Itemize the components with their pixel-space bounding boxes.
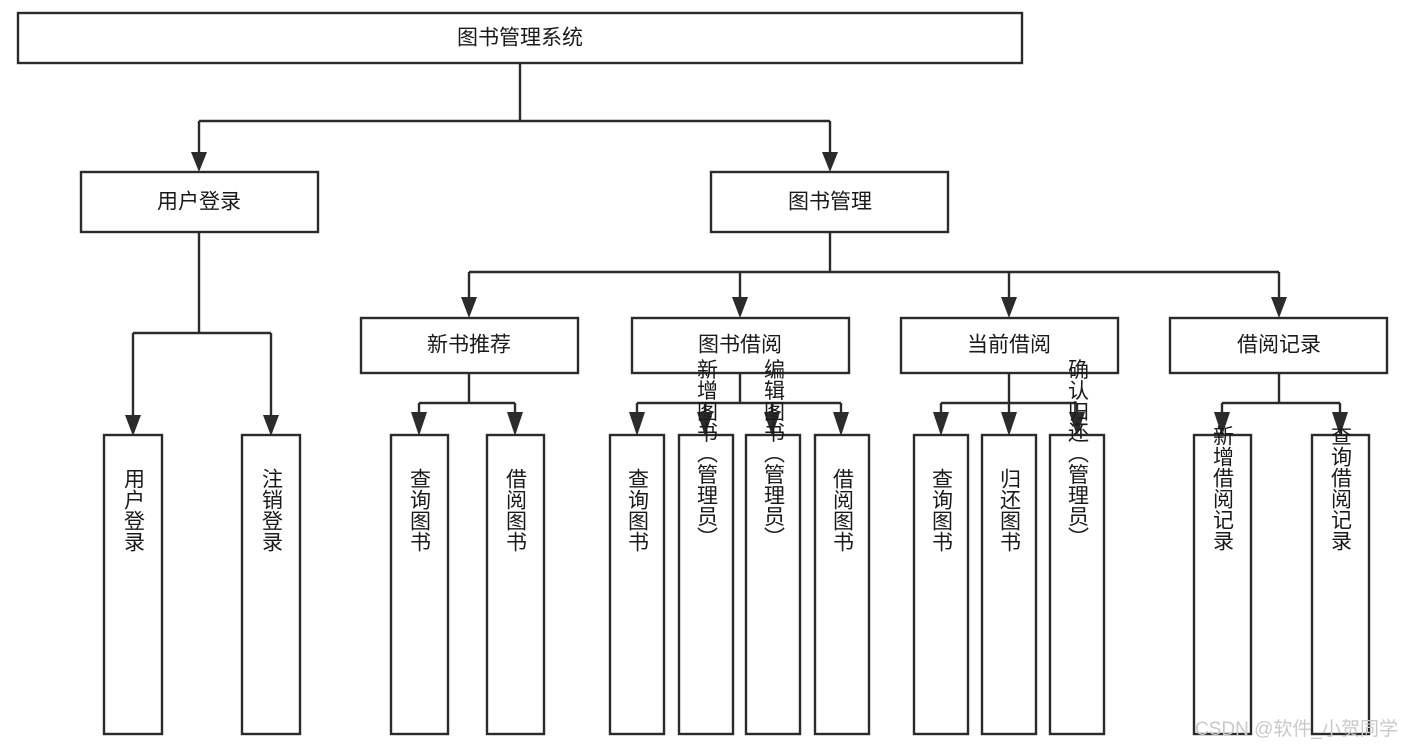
leaf-query-book-2-label: 查询图书 — [626, 468, 650, 552]
leaf-edit-book-admin-label: 编辑图书（管理员） — [762, 359, 786, 548]
leaf-query-borrow-record-label: 查询借阅记录 — [1329, 425, 1353, 551]
arrow-head-icon — [1332, 412, 1348, 436]
leaf-user-login-label: 用户登录 — [122, 468, 146, 552]
arrow-head-icon — [125, 415, 141, 436]
arrow-head-icon — [933, 412, 949, 436]
arrow-head-icon — [411, 412, 427, 436]
arrow-head-icon — [1001, 297, 1017, 318]
leaf-confirm-return-admin[interactable]: 确认归还（管理员） — [1048, 359, 1106, 736]
connector-current-borrow-to-leaves — [933, 373, 1085, 436]
arrow-head-icon — [697, 412, 713, 436]
node-current-borrow[interactable]: 当前借阅 — [899, 316, 1120, 375]
leaf-query-book-3-box[interactable] — [912, 433, 970, 736]
node-root-box[interactable] — [16, 11, 1024, 65]
leaf-borrow-book-1-label: 借阅图书 — [504, 468, 528, 552]
leaf-query-borrow-record[interactable]: 查询借阅记录 — [1310, 425, 1371, 736]
node-current-borrow-label: 当前借阅 — [967, 334, 1051, 357]
arrow-head-icon — [833, 412, 849, 436]
connector-borrow-record-to-leaves — [1214, 373, 1348, 436]
node-root-label: 图书管理系统 — [457, 27, 583, 50]
leaf-query-book-3[interactable]: 查询图书 — [912, 433, 970, 736]
leaf-query-book-1-label: 查询图书 — [408, 468, 432, 552]
node-borrow-record-label: 借阅记录 — [1237, 334, 1321, 357]
arrow-head-icon — [822, 152, 838, 172]
node-new-book-recommend[interactable]: 新书推荐 — [359, 316, 580, 375]
arrow-head-icon — [764, 412, 780, 436]
node-user-login-label: 用户登录 — [157, 191, 241, 214]
arrow-head-icon — [1069, 412, 1085, 436]
arrow-head-icon — [1001, 412, 1017, 436]
node-current-borrow-box[interactable] — [899, 316, 1120, 375]
leaf-return-book-box[interactable] — [980, 433, 1038, 736]
node-new-book-recommend-label: 新书推荐 — [427, 334, 511, 357]
leaf-add-book-admin-box[interactable] — [677, 433, 735, 736]
leaf-add-borrow-record-box[interactable] — [1192, 433, 1253, 736]
arrow-head-icon — [461, 297, 477, 318]
arrow-head-icon — [263, 415, 279, 436]
leaf-edit-book-admin[interactable]: 编辑图书（管理员） — [744, 359, 802, 736]
leaf-borrow-book-1-box[interactable] — [485, 433, 546, 736]
leaf-borrow-book-2-box[interactable] — [813, 433, 871, 736]
leaf-add-book-admin-label: 新增图书（管理员） — [695, 359, 719, 548]
leaf-return-book[interactable]: 归还图书 — [980, 433, 1038, 736]
watermark-label: CSDN @软件_小贺同学 — [1195, 718, 1398, 740]
leaf-query-book-2-box[interactable] — [608, 433, 666, 736]
leaf-query-book-1-box[interactable] — [389, 433, 450, 736]
node-borrow-record-box[interactable] — [1168, 316, 1389, 375]
leaf-add-book-admin[interactable]: 新增图书（管理员） — [677, 359, 735, 736]
node-book-borrow[interactable]: 图书借阅 — [630, 316, 851, 375]
leaf-logout-login-label: 注销登录 — [260, 468, 284, 552]
node-root[interactable]: 图书管理系统 — [16, 11, 1024, 65]
node-user-login[interactable]: 用户登录 — [79, 170, 320, 234]
leaf-add-borrow-record[interactable]: 新增借阅记录 — [1192, 425, 1253, 736]
connector-book-borrow-to-leaves — [629, 373, 849, 436]
arrow-head-icon — [191, 152, 207, 172]
leaf-edit-book-admin-box[interactable] — [744, 433, 802, 736]
leaf-add-borrow-record-label: 新增借阅记录 — [1211, 425, 1235, 551]
node-book-management-label: 图书管理 — [788, 191, 872, 214]
leaf-query-book-2[interactable]: 查询图书 — [608, 433, 666, 736]
connector-book-management-to-level3 — [461, 232, 1287, 318]
arrow-head-icon — [732, 297, 748, 318]
leaf-user-login[interactable]: 用户登录 — [102, 433, 164, 736]
leaf-query-book-1[interactable]: 查询图书 — [389, 433, 450, 736]
arrow-head-icon — [1214, 412, 1230, 436]
node-book-management[interactable]: 图书管理 — [709, 170, 950, 234]
leaf-query-book-3-label: 查询图书 — [930, 468, 954, 552]
connector-new-book-recommend-to-leaves — [411, 373, 523, 436]
arrow-head-icon — [507, 412, 523, 436]
leaf-confirm-return-admin-box[interactable] — [1048, 433, 1106, 736]
leaf-borrow-book-2-label: 借阅图书 — [831, 468, 855, 552]
leaf-confirm-return-admin-label: 确认归还（管理员） — [1066, 359, 1090, 548]
arrow-head-icon — [629, 412, 645, 436]
leaf-borrow-book-2[interactable]: 借阅图书 — [813, 433, 871, 736]
node-user-login-box[interactable] — [79, 170, 320, 234]
arrow-head-icon — [1271, 297, 1287, 318]
leaf-borrow-book-1[interactable]: 借阅图书 — [485, 433, 546, 736]
leaf-return-book-label: 归还图书 — [998, 468, 1022, 552]
node-new-book-recommend-box[interactable] — [359, 316, 580, 375]
leaf-logout-login-box[interactable] — [240, 433, 302, 736]
node-borrow-record[interactable]: 借阅记录 — [1168, 316, 1389, 375]
node-book-borrow-label: 图书借阅 — [698, 334, 782, 357]
leaf-query-borrow-record-box[interactable] — [1310, 433, 1371, 736]
leaf-logout-login[interactable]: 注销登录 — [240, 433, 302, 736]
leaf-user-login-box[interactable] — [102, 433, 164, 736]
connector-user-login-to-leaves — [125, 232, 279, 436]
connector-root-to-level2 — [191, 63, 838, 172]
